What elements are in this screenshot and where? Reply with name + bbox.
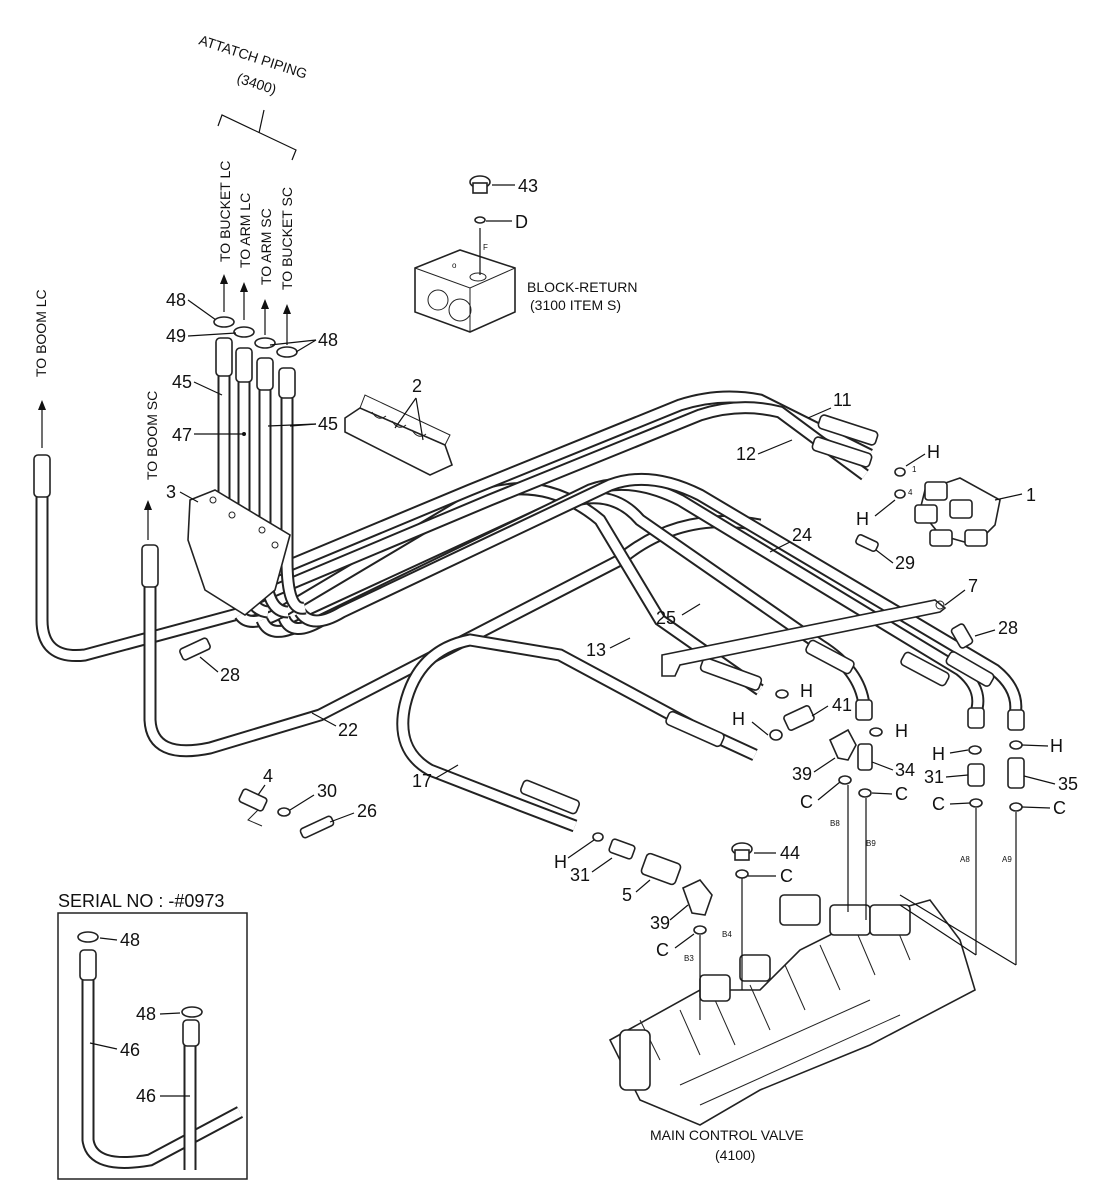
valve1-port-1: 1: [912, 465, 917, 474]
callout-h-lower: H: [554, 852, 567, 872]
inset-title: SERIAL NO : -#0973: [58, 891, 224, 911]
callout-h3: H: [800, 681, 813, 701]
block-return-label: BLOCK-RETURN: [527, 279, 637, 295]
to-arm-lc-label: TO ARM LC: [237, 193, 253, 268]
callout-43: 43: [518, 176, 538, 196]
callout-29: 29: [895, 553, 915, 573]
callout-48-top: 48: [166, 290, 186, 310]
callout-28-right: 28: [998, 618, 1018, 638]
callout-49: 49: [166, 326, 186, 346]
block-port-f: F: [483, 243, 488, 252]
callout-c3: C: [932, 794, 945, 814]
inset-callout-48-a: 48: [120, 930, 140, 950]
clamp-2: [344, 407, 453, 476]
plug-43: [469, 175, 491, 224]
block-return-ref: (3100 ITEM S): [530, 297, 621, 313]
valve1-port-4: 4: [908, 488, 913, 497]
port-b3: B3: [684, 954, 694, 963]
callout-12: 12: [736, 444, 756, 464]
callout-25: 25: [656, 608, 676, 628]
callout-1: 1: [1026, 485, 1036, 505]
hose-fittings: [33, 337, 1025, 815]
callout-c2: C: [895, 784, 908, 804]
plug-44: [731, 842, 753, 879]
callout-31-lower: 31: [570, 865, 590, 885]
bracket-3: [187, 489, 291, 616]
callout-26: 26: [357, 801, 377, 821]
callout-13: 13: [586, 640, 606, 660]
port-b9: B9: [866, 839, 876, 848]
callout-31-upper: 31: [924, 767, 944, 787]
callouts: 43 D 48 49 48 45 47 45 2 3 28 11 12 H: [166, 176, 1078, 960]
callout-45-right: 45: [318, 414, 338, 434]
callout-41: 41: [832, 695, 852, 715]
bar-7: [661, 599, 947, 677]
group-bracket: [217, 114, 297, 161]
main-valve-label: MAIN CONTROL VALVE: [650, 1127, 804, 1143]
callout-c5: C: [656, 940, 669, 960]
callout-c1: C: [800, 792, 813, 812]
inset-callout-46-a: 46: [120, 1040, 140, 1060]
callout-h4: H: [732, 709, 745, 729]
callout-39-lower: 39: [650, 913, 670, 933]
callout-47: 47: [172, 425, 192, 445]
callout-17: 17: [412, 771, 432, 791]
serial-inset: SERIAL NO : -#0973 48 46 48 46: [57, 891, 248, 1180]
destination-labels: TO BOOM LC TO BOOM SC TO BUCKET LC TO AR…: [33, 161, 295, 540]
to-boom-lc-label: TO BOOM LC: [33, 289, 49, 377]
group-number: (3400): [235, 70, 278, 98]
attach-piping-header: ATTATCH PIPING (3400): [197, 32, 309, 161]
callout-3: 3: [166, 482, 176, 502]
port-b4: B4: [722, 930, 732, 939]
callout-48-right: 48: [318, 330, 338, 350]
to-bucket-sc-label: TO BUCKET SC: [279, 187, 295, 290]
fitting-29: [855, 534, 879, 552]
valve-1: 1 4: [894, 465, 1001, 547]
callout-11: 11: [833, 390, 852, 410]
to-boom-sc-label: TO BOOM SC: [144, 391, 160, 480]
callout-30: 30: [317, 781, 337, 801]
to-bucket-lc-label: TO BUCKET LC: [217, 161, 233, 262]
clip-4: [238, 788, 335, 839]
callout-h1: H: [927, 442, 940, 462]
callout-22: 22: [338, 720, 358, 740]
callout-28-left: 28: [220, 665, 240, 685]
inset-callout-46-b: 46: [136, 1086, 156, 1106]
to-arm-sc-label: TO ARM SC: [258, 208, 274, 285]
callout-4: 4: [263, 766, 273, 786]
callout-35: 35: [1058, 774, 1078, 794]
block-return: F o BLOCK-RETURN (3100 ITEM S): [414, 228, 637, 333]
block-port-o: o: [452, 261, 457, 270]
callout-h5: H: [895, 721, 908, 741]
fittings-lower: [592, 832, 713, 935]
port-a9: A9: [1002, 855, 1012, 864]
callout-5: 5: [622, 885, 632, 905]
callout-h6: H: [932, 744, 945, 764]
callout-2: 2: [412, 376, 422, 396]
callout-24: 24: [792, 525, 812, 545]
callout-34: 34: [895, 760, 915, 780]
callout-39-upper: 39: [792, 764, 812, 784]
callout-d: D: [515, 212, 528, 232]
bolt-28: [179, 637, 211, 661]
fittings-valve-side: [769, 705, 1025, 812]
callout-c4: C: [1053, 798, 1066, 818]
callout-7: 7: [968, 576, 978, 596]
callout-h2: H: [856, 509, 869, 529]
callout-h7: H: [1050, 736, 1063, 756]
port-b8: B8: [830, 819, 840, 828]
inset-callout-48-b: 48: [136, 1004, 156, 1024]
main-valve-ref: (4100): [715, 1147, 755, 1163]
callout-45-left: 45: [172, 372, 192, 392]
callout-c6: C: [780, 866, 793, 886]
callout-44: 44: [780, 843, 800, 863]
main-control-valve: B8 B9 A8 A9 B4 B3 MAIN CONTROL VALVE (41…: [608, 785, 1017, 1163]
hose-bundle: [35, 370, 1023, 833]
port-a8: A8: [960, 855, 970, 864]
